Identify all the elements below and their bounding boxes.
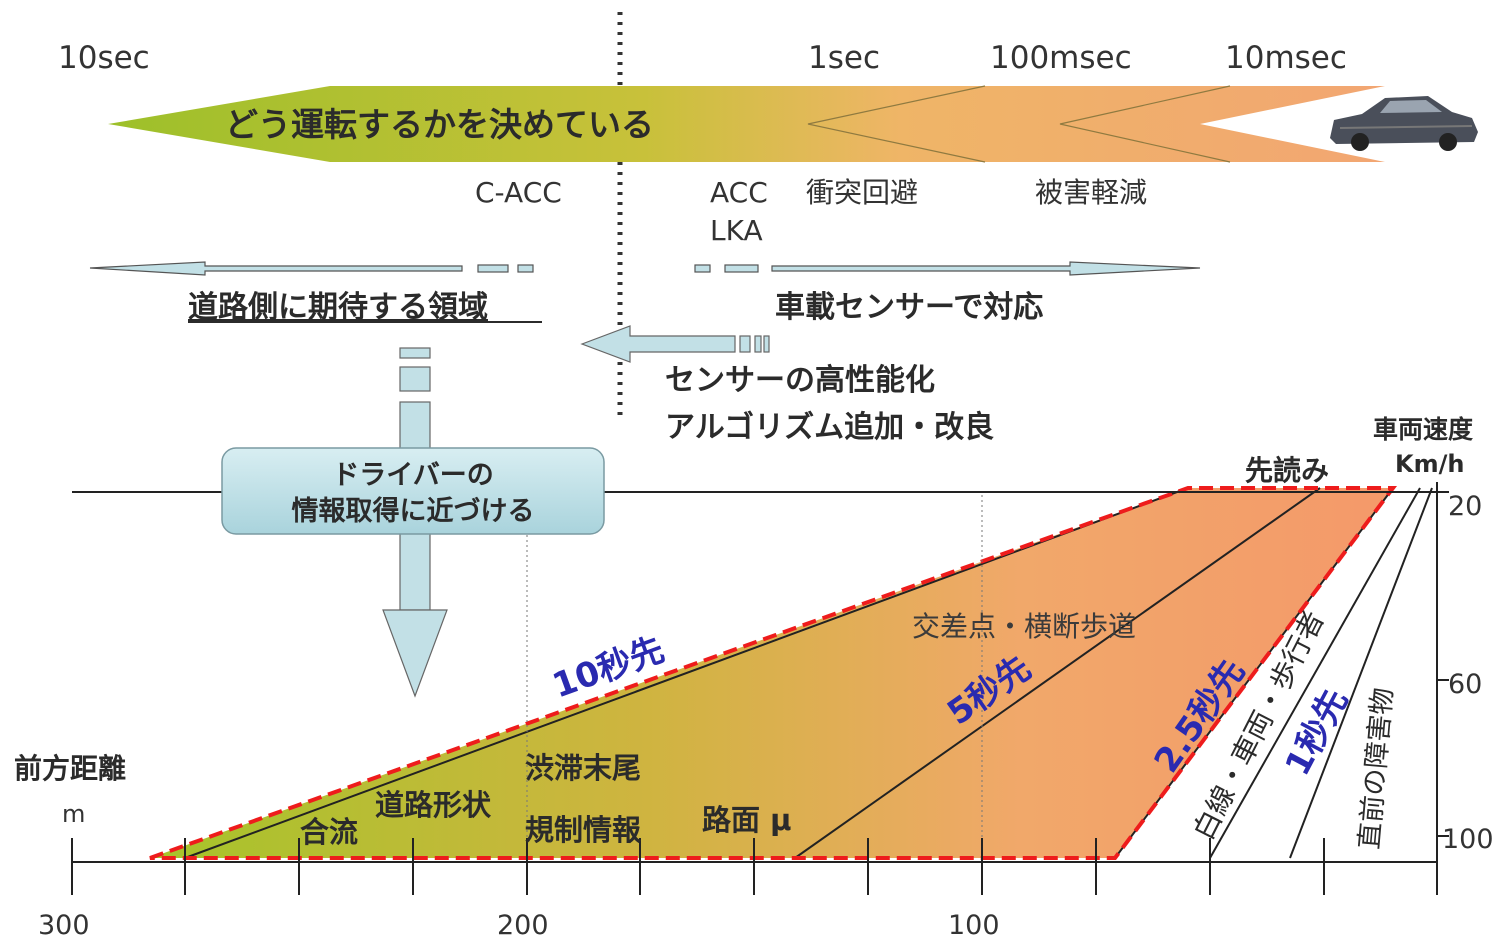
speed-tick-20: 20 <box>1448 491 1482 522</box>
time-label-10sec: 10sec <box>58 40 150 76</box>
speed-axis-unit: Km/h <box>1395 450 1464 478</box>
chevron-1sec <box>807 85 986 163</box>
chevron-100msec <box>1059 85 1231 163</box>
distance-tick-300: 300 <box>38 910 90 940</box>
info-area <box>150 488 1393 858</box>
speed-tick-60: 60 <box>1448 669 1482 700</box>
improvement-2: アルゴリズム追加・改良 <box>665 410 994 445</box>
preread-boundary <box>149 486 1398 860</box>
driver-box-line-1: ドライバーの <box>332 460 493 491</box>
item-intersection: 交差点・横断歩道 <box>912 610 1136 643</box>
item-congestion-tail: 渋滞末尾 <box>525 751 641 785</box>
time-label-10msec: 10msec <box>1225 40 1347 76</box>
road-side-arrow <box>89 261 534 276</box>
improvement-arrow <box>580 325 770 363</box>
damage-mitigation-label: 被害軽減 <box>1035 176 1147 209</box>
horizon-10s-line <box>184 487 1189 859</box>
improvement-1: センサーの高性能化 <box>665 363 935 398</box>
vehicle-sensor-arrow <box>694 261 1201 276</box>
item-obstacles: 直前の障害物 <box>1354 687 1399 851</box>
item-road-shape: 道路形状 <box>375 788 492 822</box>
c-acc-label: C-ACC <box>475 176 562 209</box>
vehicle-sensor-domain-label: 車載センサーで対応 <box>775 290 1043 325</box>
distance-axis-title: 前方距離 <box>14 752 126 785</box>
driver-info-box: ドライバーの 情報取得に近づける <box>221 447 605 535</box>
decision-arrow-text: どう運転するかを決めている <box>225 105 654 144</box>
acc-label: ACC <box>710 176 768 209</box>
time-label-100msec: 100msec <box>990 40 1132 76</box>
speed-axis-title: 車両速度 <box>1373 415 1473 444</box>
driver-box-line-2: 情報取得に近づける <box>292 496 535 527</box>
preread-label: 先読み <box>1245 454 1329 487</box>
item-road-friction: 路面 μ <box>702 803 791 837</box>
collision-avoidance-label: 衝突回避 <box>806 176 918 209</box>
car-icon <box>1330 96 1478 151</box>
item-merge: 合流 <box>300 815 358 849</box>
distance-axis-unit: m <box>62 800 85 828</box>
distance-tick-100: 100 <box>948 910 1000 940</box>
distance-tick-200: 200 <box>497 910 549 940</box>
lka-label: LKA <box>710 214 763 247</box>
horizon-1s-line <box>1209 487 1421 859</box>
decision-arrow <box>108 86 1385 162</box>
speed-ticks <box>1437 491 1449 837</box>
horizon-5s-line <box>794 487 1321 859</box>
speed-tick-100: 100 <box>1442 824 1494 855</box>
road-side-domain-label: 道路側に期待する領域 <box>188 290 488 325</box>
item-regulation-info: 規制情報 <box>525 813 642 847</box>
time-label-1sec: 1sec <box>808 40 880 76</box>
obstacle-line <box>1289 487 1433 859</box>
